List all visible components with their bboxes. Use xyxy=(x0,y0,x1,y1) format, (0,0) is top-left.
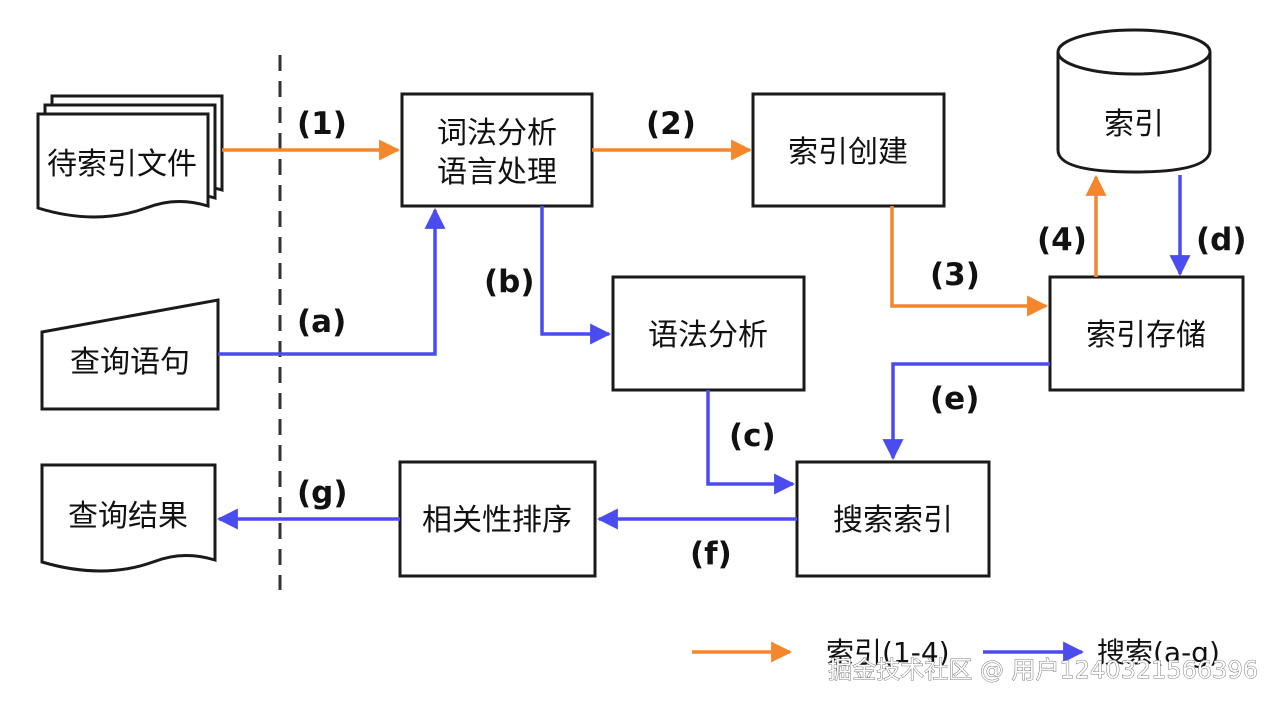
arrow-e xyxy=(882,362,1050,461)
edge-label-d: (d) xyxy=(1196,222,1247,258)
syntax-analysis-label: 语法分析 xyxy=(648,318,768,353)
legend: 索引(1-4) 搜索(a-g) xyxy=(692,636,1220,669)
search-index-node: 搜索索引 xyxy=(795,460,991,578)
edge-label-3: (3) xyxy=(930,257,980,293)
query-result-label: 查询结果 xyxy=(68,499,188,534)
watermark-text: 掘金技术社区 @ 用户1240321566396 xyxy=(828,656,1258,684)
doc-to-index-node: 待索引文件 xyxy=(36,94,224,219)
query-label: 查询语句 xyxy=(70,345,190,380)
edge-label-g: (g) xyxy=(297,475,348,511)
arrow-b xyxy=(540,206,612,345)
edge-label-e: (e) xyxy=(930,381,979,417)
arrow-c xyxy=(706,390,796,495)
index-database-node: 索引 xyxy=(1056,28,1212,174)
edge-label-a: (a) xyxy=(297,304,346,340)
doc-to-index-label: 待索引文件 xyxy=(47,147,197,182)
ranking-label: 相关性排序 xyxy=(422,503,572,538)
arrow-a xyxy=(218,207,446,356)
index-create-label: 索引创建 xyxy=(788,135,908,170)
legend-search-label: 搜索(a-g) xyxy=(1097,636,1220,669)
syntax-analysis-node: 语法分析 xyxy=(611,275,806,392)
lexical-analysis-label-1: 词法分析 xyxy=(437,116,557,151)
index-database-label: 索引 xyxy=(1104,107,1164,142)
search-index-label: 搜索索引 xyxy=(833,503,953,538)
legend-index-label: 索引(1-4) xyxy=(826,636,950,669)
edge-label-1: (1) xyxy=(297,106,347,142)
edge-label-4: (4) xyxy=(1037,222,1087,258)
ranking-node: 相关性排序 xyxy=(398,460,597,578)
edge-label-c: (c) xyxy=(729,418,776,454)
query-result-node: 查询结果 xyxy=(40,463,217,573)
index-storage-node: 索引存储 xyxy=(1048,275,1245,392)
index-storage-label: 索引存储 xyxy=(1086,318,1206,353)
query-node: 查询语句 xyxy=(40,298,220,411)
edge-label-b: (b) xyxy=(484,264,535,300)
edge-label-f: (f) xyxy=(690,536,732,572)
arrow-3 xyxy=(890,206,1049,317)
edge-label-2: (2) xyxy=(646,106,696,142)
lexical-analysis-node: 词法分析 语言处理 xyxy=(400,92,594,208)
index-create-node: 索引创建 xyxy=(751,92,946,208)
lexical-analysis-label-2: 语言处理 xyxy=(437,155,557,190)
